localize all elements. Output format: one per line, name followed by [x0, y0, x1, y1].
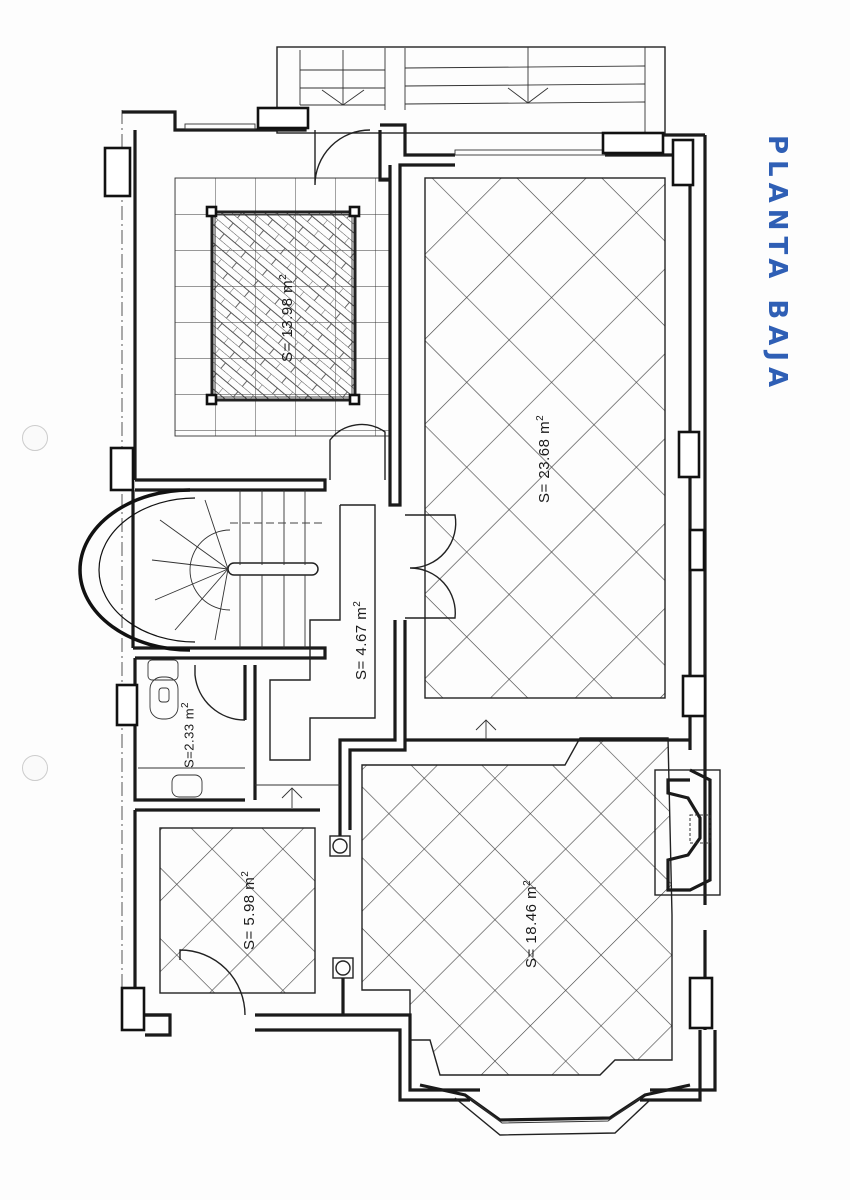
room-area-label: S= 13.98 m2	[278, 273, 296, 362]
handwritten-title: PLANTA BAJA	[762, 135, 792, 394]
doors	[179, 129, 457, 1016]
structural-columns	[103, 106, 714, 1032]
bay-window	[419, 1083, 691, 1136]
room-area-label: S= 5.98 m2	[240, 870, 258, 950]
room-area-label: S= 23.68 m2	[535, 414, 553, 503]
room-area-label: S= 18.46 m2	[522, 879, 540, 968]
terrace-steps	[276, 46, 666, 134]
fireplace	[654, 768, 721, 896]
punch-hole	[22, 755, 48, 781]
room-area-label: S=2.33 m2	[180, 701, 197, 768]
room-area-label: S= 4.67 m2	[352, 600, 370, 680]
punch-hole	[22, 425, 48, 451]
spiral-staircase	[78, 488, 325, 652]
